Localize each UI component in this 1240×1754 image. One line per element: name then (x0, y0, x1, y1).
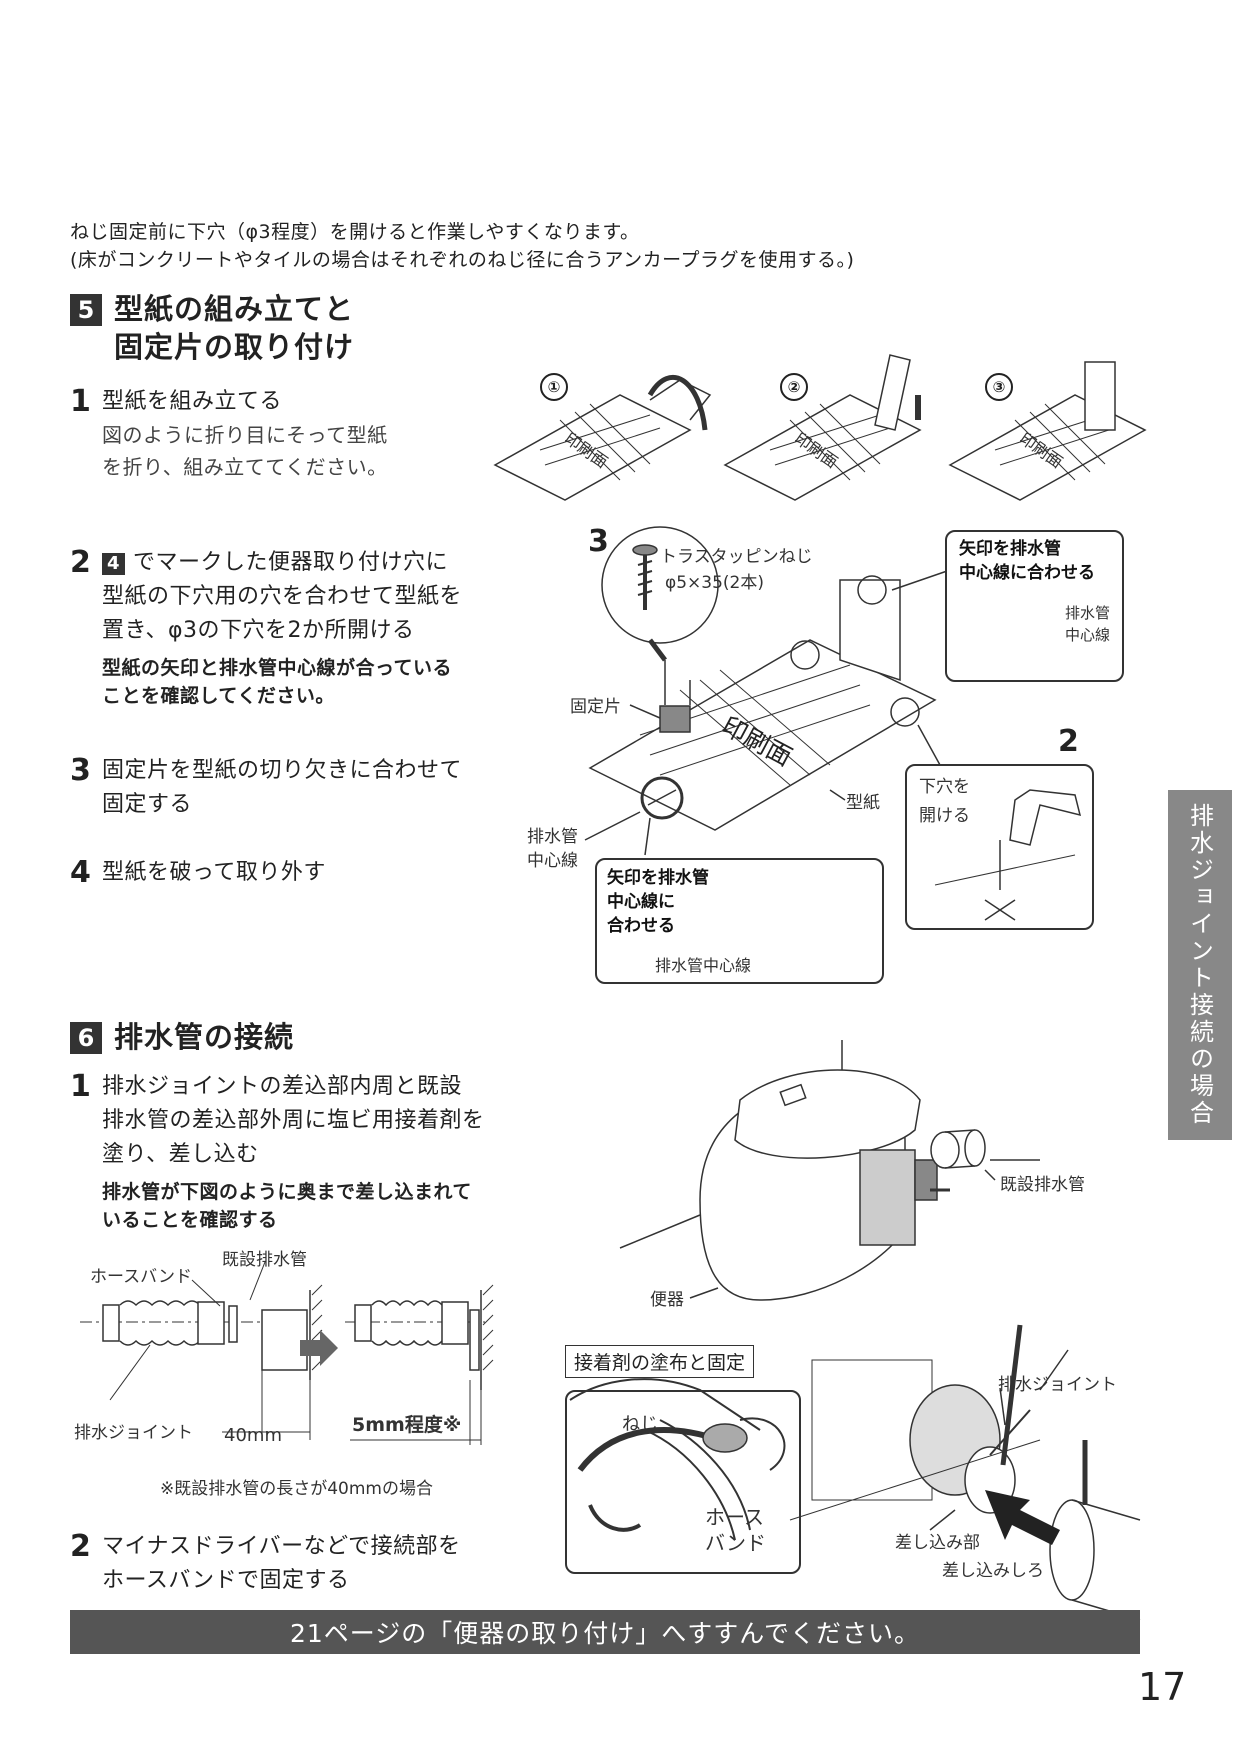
s5-step-3-number: 3 (70, 753, 91, 788)
toilet-existing-pipe-label: 既設排水管 (1000, 1175, 1085, 1195)
callout-top-sub-1: 排水管 (1065, 604, 1111, 622)
callout-bottom: 矢印を排水管 中心線に 合わせる 排水管中心線 (595, 858, 884, 984)
drain-center-label: 排水管 中心線 (527, 825, 578, 873)
callout-bottom-line-3: 合わせる (607, 916, 675, 936)
s6-step-2-line-2: ホースバンドで固定する (102, 1568, 350, 1593)
toilet-label: 便器 (650, 1290, 684, 1310)
section-5-title: 型紙の組み立てと 固定片の取り付け (114, 290, 354, 366)
callout-top-line-2: 中心線に合わせる (959, 563, 1095, 583)
s5-step-1-title: 型紙を組み立てる (102, 389, 283, 414)
section-6-heading: 6 排水管の接続 (70, 1018, 294, 1056)
s5-step-1-number: 1 (70, 384, 91, 419)
s5-step-3-line-2: 固定する (102, 792, 193, 817)
callout-bottom-line-1: 矢印を排水管 (607, 868, 709, 888)
s5-step-2: 2 4 でマークした便器取り付け穴に 型紙の下穴用の穴を合わせて型紙を 置き、φ3… (70, 546, 510, 710)
s6-step-2: 2 マイナスドライバーなどで接続部を ホースバンドで固定する (70, 1530, 530, 1598)
s5-step-2-line-3: 置き、φ3の下穴を2か所開ける (102, 618, 415, 643)
s6-step-1: 1 排水ジョイントの差込部内周と既設 排水管の差込部外周に塩ビ用接着剤を 塗り、… (70, 1070, 530, 1234)
screw-name: トラスタッピンねじ (660, 547, 813, 567)
insert-margin-label: 差し込みしろ (942, 1561, 1044, 1581)
detail-hose-line-1: ホース (705, 1505, 764, 1529)
s5-step-4-number: 4 (70, 855, 91, 890)
s5-step-2-tip-2: ことを確認してください。 (102, 685, 335, 707)
drill-callout: 下穴を 開ける (905, 764, 1094, 930)
s5-step-4: 4 型紙を破って取り外す (70, 856, 510, 890)
existing-pipe-label: 既設排水管 (222, 1250, 307, 1270)
intro-note: ねじ固定前に下穴（φ3程度）を開けると作業しやすくなります。 (床がコンクリート… (70, 218, 970, 274)
s5-step-2-line-1: 4 でマークした便器取り付け穴に (102, 546, 462, 580)
section-6-title: 排水管の接続 (114, 1020, 295, 1054)
section-5-title-line-1: 型紙の組み立てと (114, 292, 355, 326)
s6-step-1-tip-1: 排水管が下図のように奥まで差し込まれて (102, 1181, 472, 1203)
s5-step-4-line-1: 型紙を破って取り外す (102, 860, 326, 885)
side-tab: 排水ジョイント接続の場合 (1168, 790, 1232, 1140)
detail-hose-band-label: ホース バンド (705, 1504, 766, 1556)
screw-step-number: 3 (588, 524, 609, 559)
hose-band-detail-box: ねじ ホース バンド (565, 1390, 801, 1574)
drain-joint-label: 排水ジョイント (74, 1423, 193, 1443)
s5-step-2-tip-1: 型紙の矢印と排水管中心線が合っている (102, 657, 453, 679)
intro-line-1: ねじ固定前に下穴（φ3程度）を開けると作業しやすくなります。 (70, 221, 640, 243)
s6-step-1-line-3: 塗り、差し込む (102, 1142, 259, 1167)
drain-center-line-1: 排水管 (527, 827, 578, 847)
callout-top-line-1: 矢印を排水管 (959, 539, 1061, 559)
stage-3-label: ③ (985, 373, 1013, 401)
adhesive-box-title: 接着剤の塗布と固定 (565, 1345, 755, 1378)
s6-step-1-number: 1 (70, 1069, 91, 1104)
callout-top: 矢印を排水管 中心線に合わせる 排水管 中心線 (945, 530, 1124, 682)
s5-step-1-body-1: 図のように折り目にそって型紙 (102, 423, 388, 447)
s6-step-2-number: 2 (70, 1529, 91, 1564)
drill-line-1: 下穴を (919, 777, 970, 797)
page-number: 17 (1138, 1665, 1187, 1709)
section-6-number: 6 (70, 1022, 102, 1054)
hose-band-label: ホースバンド (90, 1267, 192, 1287)
callout-bottom-sub: 排水管中心線 (655, 956, 752, 975)
s5-step-1: 1 型紙を組み立てる 図のように折り目にそって型紙 を折り、組み立ててください。 (70, 385, 490, 483)
template-label: 型紙 (846, 793, 880, 813)
insert-part-label: 差し込み部 (895, 1533, 980, 1553)
dim-40mm: 40mm (224, 1425, 282, 1446)
detail-screw-label: ねじ (622, 1414, 658, 1435)
s6-step-1-line-2: 排水管の差込部外周に塩ビ用接着剤を (102, 1108, 485, 1133)
section-5-heading: 5 型紙の組み立てと 固定片の取り付け (70, 290, 354, 366)
pipe-footnote: ※既設排水管の長さが40mmの場合 (160, 1479, 433, 1499)
stage-2-label: ② (780, 373, 808, 401)
ref-section-4-badge: 4 (102, 553, 126, 575)
detail-drain-joint-label: 排水ジョイント (998, 1375, 1117, 1395)
drill-step-number: 2 (1058, 724, 1079, 759)
s5-step-2-line-2: 型紙の下穴用の穴を合わせて型紙を (102, 584, 463, 609)
section-5-number: 5 (70, 294, 102, 326)
s5-step-2-number: 2 (70, 545, 91, 580)
s6-step-1-tip-2: いることを確認する (102, 1209, 278, 1231)
callout-bottom-line-2: 中心線に (607, 892, 675, 912)
intro-line-2: (床がコンクリートやタイルの場合はそれぞれのねじ径に合うアンカープラグを使用する… (70, 249, 855, 271)
s5-step-3: 3 固定片を型紙の切り欠きに合わせて 固定する (70, 754, 510, 822)
drain-center-line-2: 中心線 (527, 851, 578, 871)
detail-hose-line-2: バンド (705, 1531, 766, 1555)
dim-5mm: 5mm程度※ (352, 1414, 462, 1436)
fixing-piece-label: 固定片 (570, 697, 621, 717)
callout-top-sub-2: 中心線 (1065, 626, 1111, 644)
s5-step-3-line-1: 固定片を型紙の切り欠きに合わせて (102, 758, 463, 783)
drill-line-2: 開ける (919, 806, 970, 826)
screw-size: φ5×35(2本) (665, 573, 764, 593)
next-page-banner: 21ページの「便器の取り付け」へすすんでください。 (70, 1610, 1140, 1654)
s5-step-1-body-2: を折り、組み立ててください。 (102, 455, 388, 479)
s6-step-1-line-1: 排水ジョイントの差込部内周と既設 (102, 1074, 463, 1099)
s6-step-2-line-1: マイナスドライバーなどで接続部を (102, 1534, 461, 1559)
section-5-title-line-2: 固定片の取り付け (114, 330, 355, 364)
stage-1-label: ① (540, 373, 568, 401)
s5-step-2-line-1-text: でマークした便器取り付け穴に (133, 550, 449, 575)
